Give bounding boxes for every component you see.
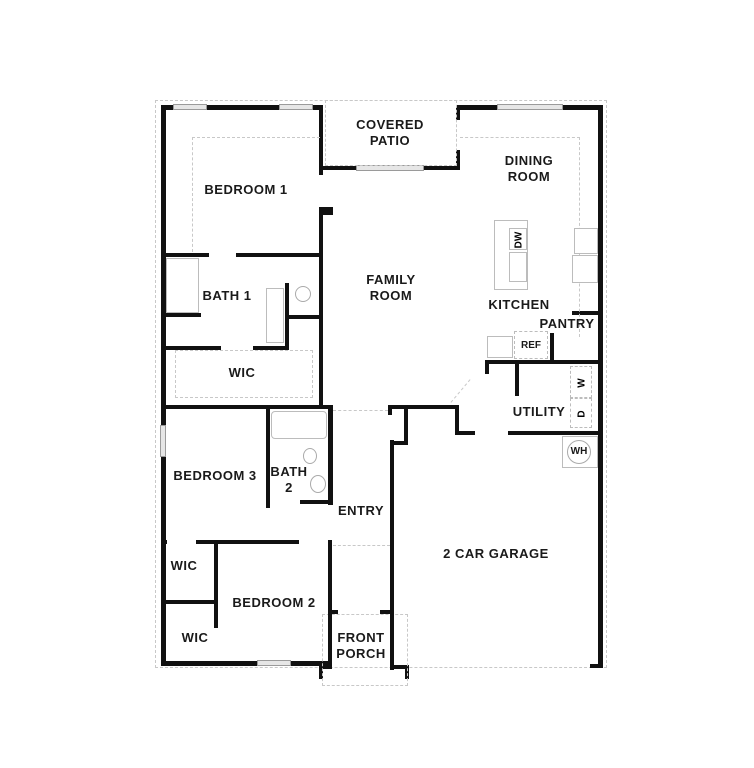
room-wic-2: WIC bbox=[170, 558, 198, 573]
bathtub bbox=[271, 411, 327, 439]
room-garage: 2 CAR GARAGE bbox=[443, 546, 549, 561]
wall bbox=[328, 610, 338, 614]
wall bbox=[380, 610, 390, 614]
window bbox=[497, 104, 563, 110]
dryer: D bbox=[570, 398, 592, 428]
wall bbox=[390, 440, 394, 670]
counter bbox=[574, 228, 598, 254]
window bbox=[279, 104, 313, 110]
wall bbox=[319, 665, 323, 679]
wall bbox=[550, 333, 554, 363]
wic-outline bbox=[175, 350, 313, 398]
wall bbox=[508, 431, 602, 435]
room-bath-1: BATH 1 bbox=[202, 288, 252, 303]
toilet bbox=[295, 286, 311, 302]
room-dining: DINING ROOM bbox=[504, 153, 554, 184]
wall bbox=[161, 105, 323, 110]
window bbox=[173, 104, 207, 110]
wall bbox=[328, 540, 332, 615]
room-covered-patio: COVERED PATIO bbox=[356, 117, 424, 148]
wall bbox=[572, 311, 602, 315]
entry-line bbox=[333, 545, 390, 546]
dishwasher: DW bbox=[509, 228, 527, 250]
room-bedroom-2: BEDROOM 2 bbox=[232, 595, 316, 610]
sink bbox=[509, 252, 527, 282]
wall bbox=[161, 540, 167, 544]
room-entry: ENTRY bbox=[337, 503, 385, 518]
room-bedroom-1: BEDROOM 1 bbox=[204, 182, 288, 197]
wall bbox=[161, 346, 221, 350]
wall bbox=[598, 105, 603, 668]
refrigerator: REF bbox=[514, 331, 548, 359]
patio-outline bbox=[325, 100, 457, 166]
wall bbox=[196, 540, 299, 544]
wall bbox=[390, 441, 408, 445]
wall bbox=[161, 600, 218, 604]
wall bbox=[253, 346, 289, 350]
wall bbox=[485, 360, 602, 364]
porch-step bbox=[322, 614, 408, 686]
wall bbox=[266, 405, 270, 508]
wall bbox=[388, 405, 392, 415]
room-kitchen: KITCHEN bbox=[488, 297, 550, 312]
wall bbox=[319, 207, 333, 215]
room-pantry: PANTRY bbox=[539, 316, 595, 331]
toilet bbox=[303, 448, 317, 464]
water-heater: WH bbox=[567, 440, 591, 464]
wall bbox=[455, 431, 475, 435]
wall bbox=[396, 665, 409, 669]
wall bbox=[161, 253, 209, 257]
room-front-porch: FRONT PORCH bbox=[336, 630, 386, 661]
room-utility: UTILITY bbox=[512, 404, 566, 419]
room-family: FAMILY ROOM bbox=[366, 272, 416, 303]
wall bbox=[328, 610, 332, 665]
dryer-label: D bbox=[576, 410, 588, 418]
wall bbox=[319, 207, 323, 407]
wall bbox=[236, 253, 323, 257]
wall bbox=[455, 405, 459, 435]
washer-label: W bbox=[576, 378, 588, 388]
room-wic-3: WIC bbox=[181, 630, 209, 645]
wall bbox=[214, 540, 218, 628]
wall bbox=[300, 500, 333, 504]
wall bbox=[390, 665, 400, 669]
ceiling-outline bbox=[192, 137, 320, 252]
room-wic: WIC bbox=[228, 365, 256, 380]
wall bbox=[161, 405, 331, 409]
window bbox=[160, 425, 166, 457]
wall bbox=[285, 315, 320, 319]
sink bbox=[310, 475, 326, 493]
wall bbox=[456, 105, 460, 120]
window bbox=[257, 660, 291, 666]
wall bbox=[456, 150, 460, 170]
wall bbox=[161, 661, 331, 666]
wall bbox=[404, 405, 408, 445]
counter bbox=[487, 336, 513, 358]
vanity bbox=[266, 288, 284, 343]
room-bath-2: BATH 2 bbox=[270, 464, 308, 495]
entry-line bbox=[333, 410, 388, 411]
wall bbox=[319, 105, 323, 175]
washer: W bbox=[570, 366, 592, 398]
wall bbox=[515, 360, 519, 396]
wall bbox=[590, 664, 603, 668]
wall bbox=[328, 405, 333, 505]
room-bedroom-3: BEDROOM 3 bbox=[173, 468, 257, 483]
wall bbox=[161, 313, 201, 317]
range bbox=[572, 255, 598, 283]
shower bbox=[166, 258, 199, 313]
dishwasher-label: DW bbox=[513, 231, 525, 249]
refrigerator-label: REF bbox=[521, 340, 541, 351]
water-heater-label: WH bbox=[570, 446, 588, 457]
wall bbox=[388, 405, 458, 409]
wall bbox=[485, 360, 489, 374]
wall bbox=[161, 105, 166, 665]
wall bbox=[319, 665, 332, 669]
